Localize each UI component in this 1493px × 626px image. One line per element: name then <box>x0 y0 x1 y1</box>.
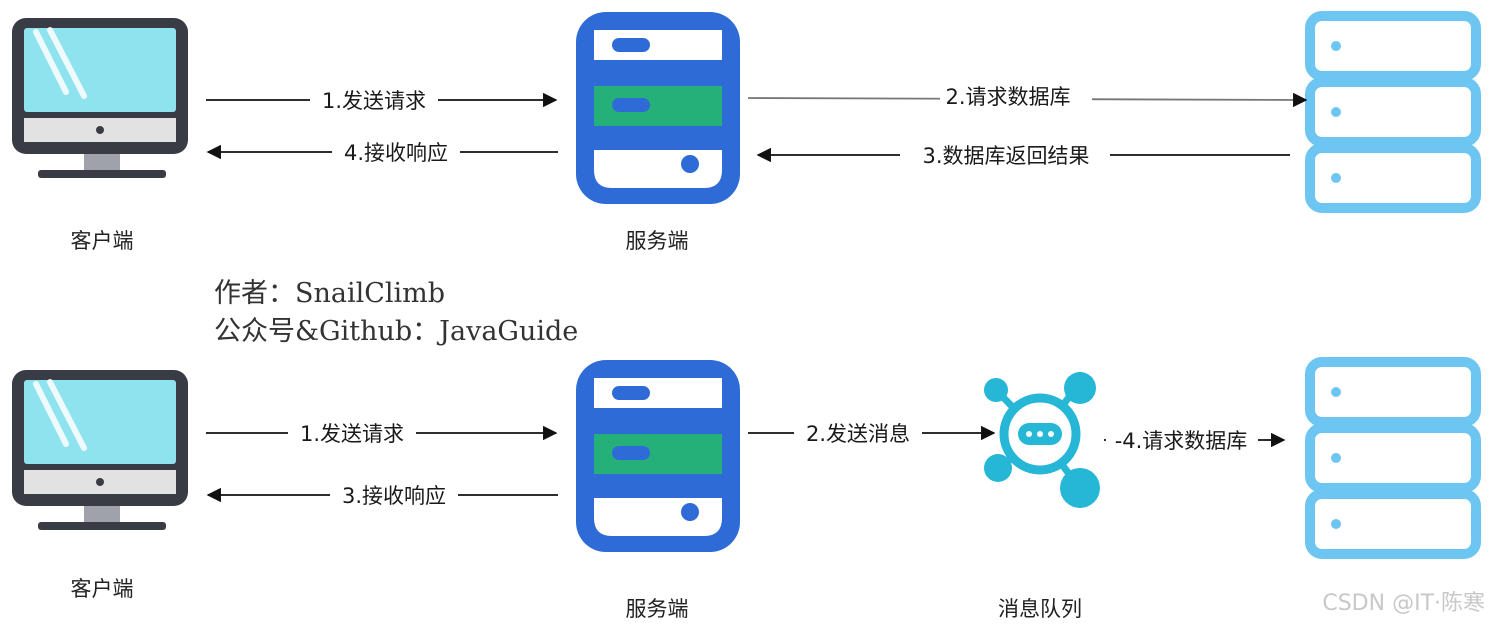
csdn-watermark: CSDN @IT·陈寒 <box>1322 591 1485 616</box>
arrow-response-bottom-label: 3.接收响应 <box>342 484 446 508</box>
server-label-bottom: 服务端 <box>626 597 689 621</box>
arrow-request-label: 1.发送请求 <box>322 89 426 113</box>
arrow-response-label: 4.接收响应 <box>344 141 448 165</box>
database-icon <box>1310 16 1476 208</box>
server-label: 服务端 <box>626 229 689 253</box>
arrow-send-message-label: 2.发送消息 <box>806 422 910 446</box>
top-diagram: 客户端 服务端 1.发送请求 4.接收响应 2.请求数据库 3.数据库返回结果 <box>12 12 1476 253</box>
arrow-db-request-label: 2.请求数据库 <box>945 85 1070 109</box>
client-computer-icon <box>12 18 188 178</box>
client-label-bottom: 客户端 <box>71 577 134 601</box>
arrow-db-request-bottom-label: -4.请求数据库 <box>1115 429 1248 453</box>
database-icon-bottom <box>1310 362 1476 554</box>
message-queue-icon <box>984 372 1100 508</box>
client-computer-icon-bottom <box>12 370 188 530</box>
arrow-db-return-label: 3.数据库返回结果 <box>922 144 1089 168</box>
account-line: 公众号&Github：JavaGuide <box>214 316 578 347</box>
arrow-request-bottom-label: 1.发送请求 <box>300 422 404 446</box>
message-queue-label: 消息队列 <box>998 597 1082 621</box>
bottom-diagram: 客户端 服务端 消息队列 1.发送请求 3.接收响应 2.发送消息 -4.请求数… <box>12 360 1476 621</box>
server-icon <box>576 12 740 204</box>
client-label: 客户端 <box>71 229 134 253</box>
server-icon-bottom <box>576 360 740 552</box>
author-line: 作者：SnailClimb <box>214 278 445 309</box>
